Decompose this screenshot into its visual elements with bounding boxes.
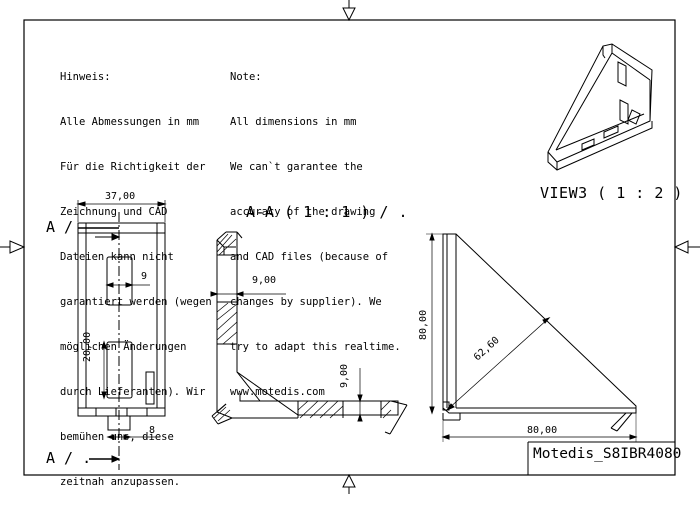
- side-view: [442, 233, 637, 432]
- dim-side-width: 80,00: [527, 425, 558, 436]
- notes-german-line: Für die Richtigkeit der: [60, 161, 206, 173]
- section-label: A-A ( 1 : 1 ) / .: [246, 203, 409, 221]
- dim-slot-width: 9: [141, 271, 148, 282]
- notes-german-line: Zeichnung und CAD: [60, 206, 168, 218]
- isometric-view: [547, 43, 653, 171]
- drawing-sheet: Hinweis: Alle Abmessungen in mm Für die …: [0, 0, 700, 494]
- part-name: Motedis_S8IBR4080: [533, 446, 682, 462]
- dim-section-bottom: 9,00: [339, 363, 350, 388]
- iso-slot-4: [603, 125, 619, 139]
- notes-english-line: changes by supplier). We: [230, 296, 382, 308]
- front-view: [77, 212, 166, 470]
- notes-english-line: We can`t garantee the: [230, 161, 363, 173]
- drawing-canvas: [0, 0, 700, 494]
- notes-german: Hinweis: Alle Abmessungen in mm Für die …: [60, 40, 212, 505]
- notes-english-line: www.motedis.com: [230, 386, 325, 398]
- notes-german-title: Hinweis:: [60, 71, 111, 83]
- section-view: [211, 231, 408, 435]
- title-block: [527, 441, 675, 475]
- section-hatching: [213, 233, 392, 422]
- centering-mark-right: [673, 240, 700, 254]
- section-mark-bottom: A / .: [46, 449, 92, 467]
- notes-german-line: Dateien kann nicht: [60, 251, 174, 263]
- front-dimensions: [76, 200, 167, 440]
- iso-slot-1: [617, 61, 627, 87]
- centering-mark-bottom: [342, 473, 356, 494]
- notes-english-line: accuracy of the drawing: [230, 206, 376, 218]
- section-mark-top: A /: [46, 218, 74, 236]
- notes-english-line: try to adapt this realtime.: [230, 341, 401, 353]
- section-cut-top: [78, 227, 121, 241]
- notes-german-line: garantiert werden (wegen: [60, 296, 212, 308]
- dim-slot-height: 20,00: [82, 331, 93, 362]
- notes-german-line: zeitnah anzupassen.: [60, 476, 181, 488]
- section-dimensions: [210, 291, 398, 422]
- view3-label: VIEW3 ( 1 : 2 ): [540, 184, 683, 202]
- notes-german-line: bemühen uns, diese: [60, 431, 174, 443]
- dim-front-width: 37,00: [105, 191, 136, 202]
- dim-section-top: 9,00: [252, 275, 277, 286]
- iso-slot-3: [581, 138, 595, 151]
- notes-german-line: Alle Abmessungen in mm: [60, 116, 200, 128]
- notes-english-title: Note:: [230, 71, 262, 83]
- dim-side-height: 80,00: [418, 309, 429, 340]
- notes-german-line: durch Lieferanten). Wir: [60, 386, 206, 398]
- notes-english-line: All dimensions in mm: [230, 116, 357, 128]
- notes-english: Note: All dimensions in mm We can`t gara…: [230, 40, 401, 415]
- dim-tab-width: 8: [149, 425, 156, 436]
- section-cut-bottom: [89, 455, 121, 463]
- notes-german-line: möglichen Änderungen: [60, 341, 187, 353]
- centering-mark-left: [0, 240, 26, 254]
- centering-mark-top: [342, 0, 356, 22]
- iso-slot-2: [619, 99, 629, 125]
- notes-english-line: and CAD files (because of: [230, 251, 389, 263]
- stop-lug: [145, 371, 155, 405]
- side-dimensions: [426, 232, 638, 442]
